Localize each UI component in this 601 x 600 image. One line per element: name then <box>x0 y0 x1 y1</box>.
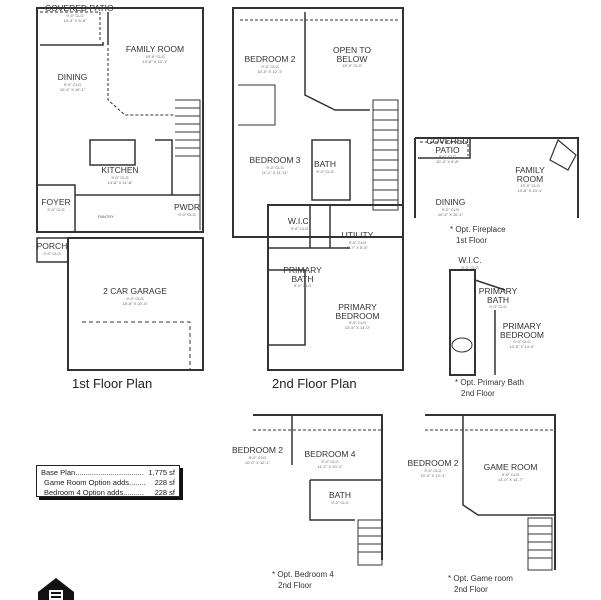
second-floor-outline <box>232 7 404 238</box>
opt-primary-bath-wic: W.I.C.9'-0" CLG <box>458 255 482 270</box>
first-floor-title: 1st Floor Plan <box>72 376 153 391</box>
first-floor-outline <box>36 7 204 233</box>
second-floor-title: 2nd Floor Plan <box>272 376 357 391</box>
equal-housing-icon <box>38 578 74 600</box>
room-wic: W.I.C.9'-0" CLG <box>287 216 312 231</box>
area-row-game-room: Game Room Option adds........228 sf <box>44 478 175 487</box>
room-pantry: PANTRY <box>98 214 114 219</box>
area-summary-box: Base Plan...............................… <box>36 465 180 497</box>
area-row-base: Base Plan...............................… <box>41 468 175 477</box>
primary-suite-outline <box>267 204 404 371</box>
area-row-bedroom4: Bedroom 4 Option adds..........228 sf <box>44 488 175 497</box>
garage-outline <box>67 237 204 371</box>
